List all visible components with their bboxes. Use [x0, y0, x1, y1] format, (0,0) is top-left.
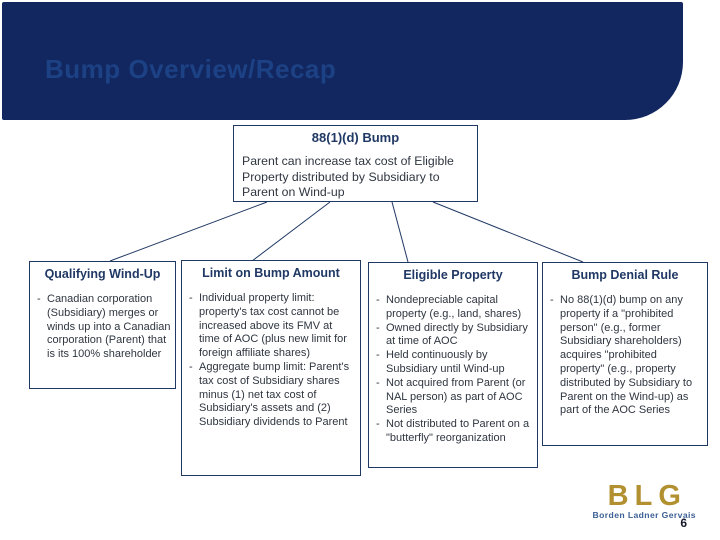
bullet-item: Aggregate bump limit: Parent's tax cost … [188, 361, 356, 430]
connector-to-bump-denial-rule [432, 201, 584, 263]
bullet-list: Canadian corporation (Subsidiary) merges… [30, 293, 175, 362]
box-limit-on-bump-amount: Limit on Bump Amount Individual property… [181, 260, 361, 476]
bullet-item: Owned directly by Subsidiary at time of … [375, 322, 533, 350]
box-eligible-property: Eligible Property Nondepreciable capital… [368, 262, 538, 468]
bullet-item: No 88(1)(d) bump on any property if a "p… [549, 294, 703, 418]
connector-to-qualifying-wind-up [109, 201, 268, 262]
box-title: Qualifying Wind-Up [44, 267, 161, 281]
connector-to-eligible-property [391, 201, 409, 263]
blg-logo: BLG Borden Ladner Gervais [592, 482, 696, 521]
root-box-title: 88(1)(d) Bump [311, 130, 400, 145]
root-box-88-1-d-bump: 88(1)(d) Bump Parent can increase tax co… [233, 125, 478, 202]
page-number: 6 [680, 516, 687, 530]
box-title: Bump Denial Rule [571, 268, 679, 282]
bullet-item: Not acquired from Parent (or NAL person)… [375, 377, 533, 418]
root-box-body: Parent can increase tax cost of Eligible… [242, 154, 454, 199]
bullet-list: Nondepreciable capital property (e.g., l… [369, 294, 537, 446]
bullet-item: Not distributed to Parent on a "butterfl… [375, 418, 533, 446]
header-band [2, 2, 683, 120]
connector-to-limit-on-bump-amount [251, 201, 331, 262]
bullet-list: No 88(1)(d) bump on any property if a "p… [543, 294, 707, 418]
box-bump-denial-rule: Bump Denial Rule No 88(1)(d) bump on any… [542, 262, 708, 446]
box-qualifying-wind-up: Qualifying Wind-Up Canadian corporation … [29, 261, 176, 389]
bullet-item: Canadian corporation (Subsidiary) merges… [36, 293, 171, 362]
blg-logo-acronym: BLG [607, 480, 687, 512]
slide-title: Bump Overview/Recap [45, 54, 337, 84]
bullet-item: Nondepreciable capital property (e.g., l… [375, 294, 533, 322]
blg-logo-name: Borden Ladner Gervais [592, 510, 696, 520]
bullet-item: Held continuously by Subsidiary until Wi… [375, 349, 533, 377]
box-title: Eligible Property [403, 268, 503, 282]
box-title: Limit on Bump Amount [202, 266, 340, 280]
bullet-list: Individual property limit: property's ta… [182, 292, 360, 430]
bullet-item: Individual property limit: property's ta… [188, 292, 356, 361]
